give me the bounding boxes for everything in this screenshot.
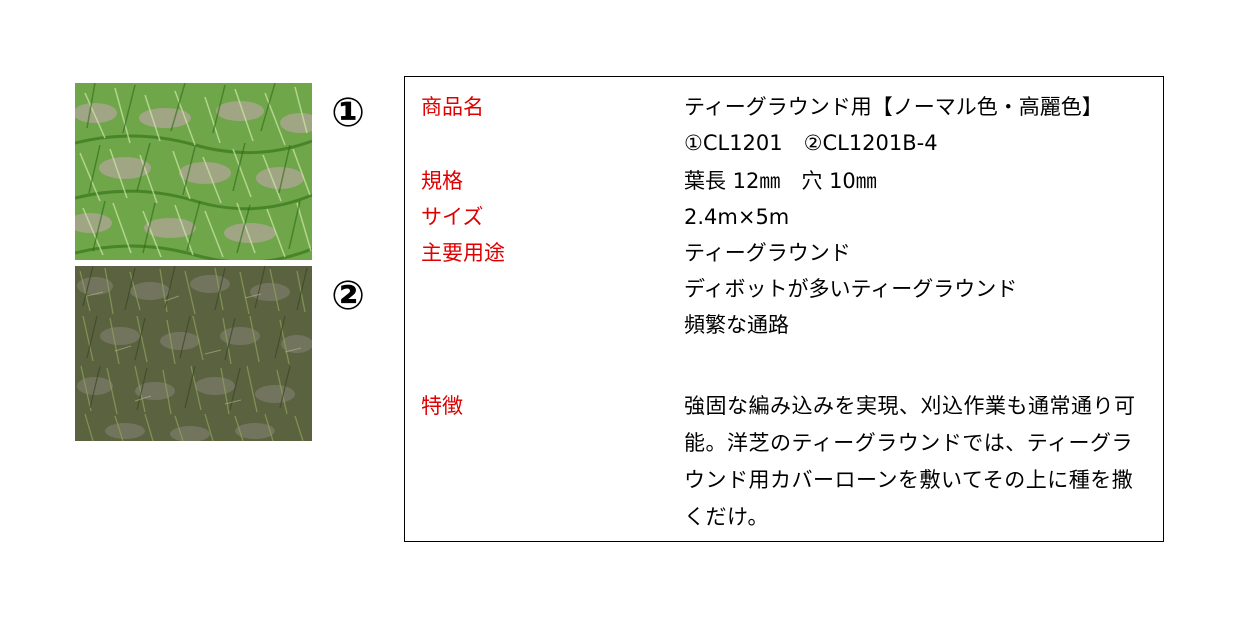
product-name-value: ティーグラウンド用【ノーマル色・高麗色】 ①CL1201 ②CL1201B-4 [684, 89, 1154, 161]
features-value: 強固な編み込みを実現、刈込作業も通常通り可能。洋芝のティーグラウンドでは、ティー… [684, 394, 1136, 529]
main-use-line3: 頻繁な通路 [684, 313, 789, 337]
product-name-line2: ①CL1201 ②CL1201B-4 [684, 131, 938, 155]
main-use-line2: ディボットが多いティーグラウンド [684, 277, 1018, 301]
standard-value-text: 葉長 12㎜ 穴 10㎜ [684, 169, 877, 193]
size-value: 2.4m×5m [684, 199, 1154, 235]
features-label: 特徴 [421, 394, 463, 418]
item-marker-1: ① [331, 90, 365, 136]
standard-value: 葉長 12㎜ 穴 10㎜ [684, 163, 1154, 199]
item-marker-2: ② [331, 273, 365, 319]
artificial-turf-green-photo [75, 83, 312, 260]
main-use-line1: ティーグラウンド [684, 241, 851, 265]
artificial-turf-dark-photo [75, 266, 312, 441]
product-name-line1: ティーグラウンド用【ノーマル色・高麗色】 [684, 95, 1103, 119]
standard-label: 規格 [421, 169, 463, 193]
size-value-text: 2.4m×5m [684, 205, 790, 229]
main-use-value: ティーグラウンド ディボットが多いティーグラウンド 頻繁な通路 [684, 235, 1154, 343]
main-use-label: 主要用途 [421, 241, 505, 265]
product-name-label: 商品名 [421, 95, 484, 119]
spec-table: 商品名 ティーグラウンド用【ノーマル色・高麗色】 ①CL1201 ②CL1201… [404, 76, 1164, 542]
size-label: サイズ [421, 205, 484, 229]
